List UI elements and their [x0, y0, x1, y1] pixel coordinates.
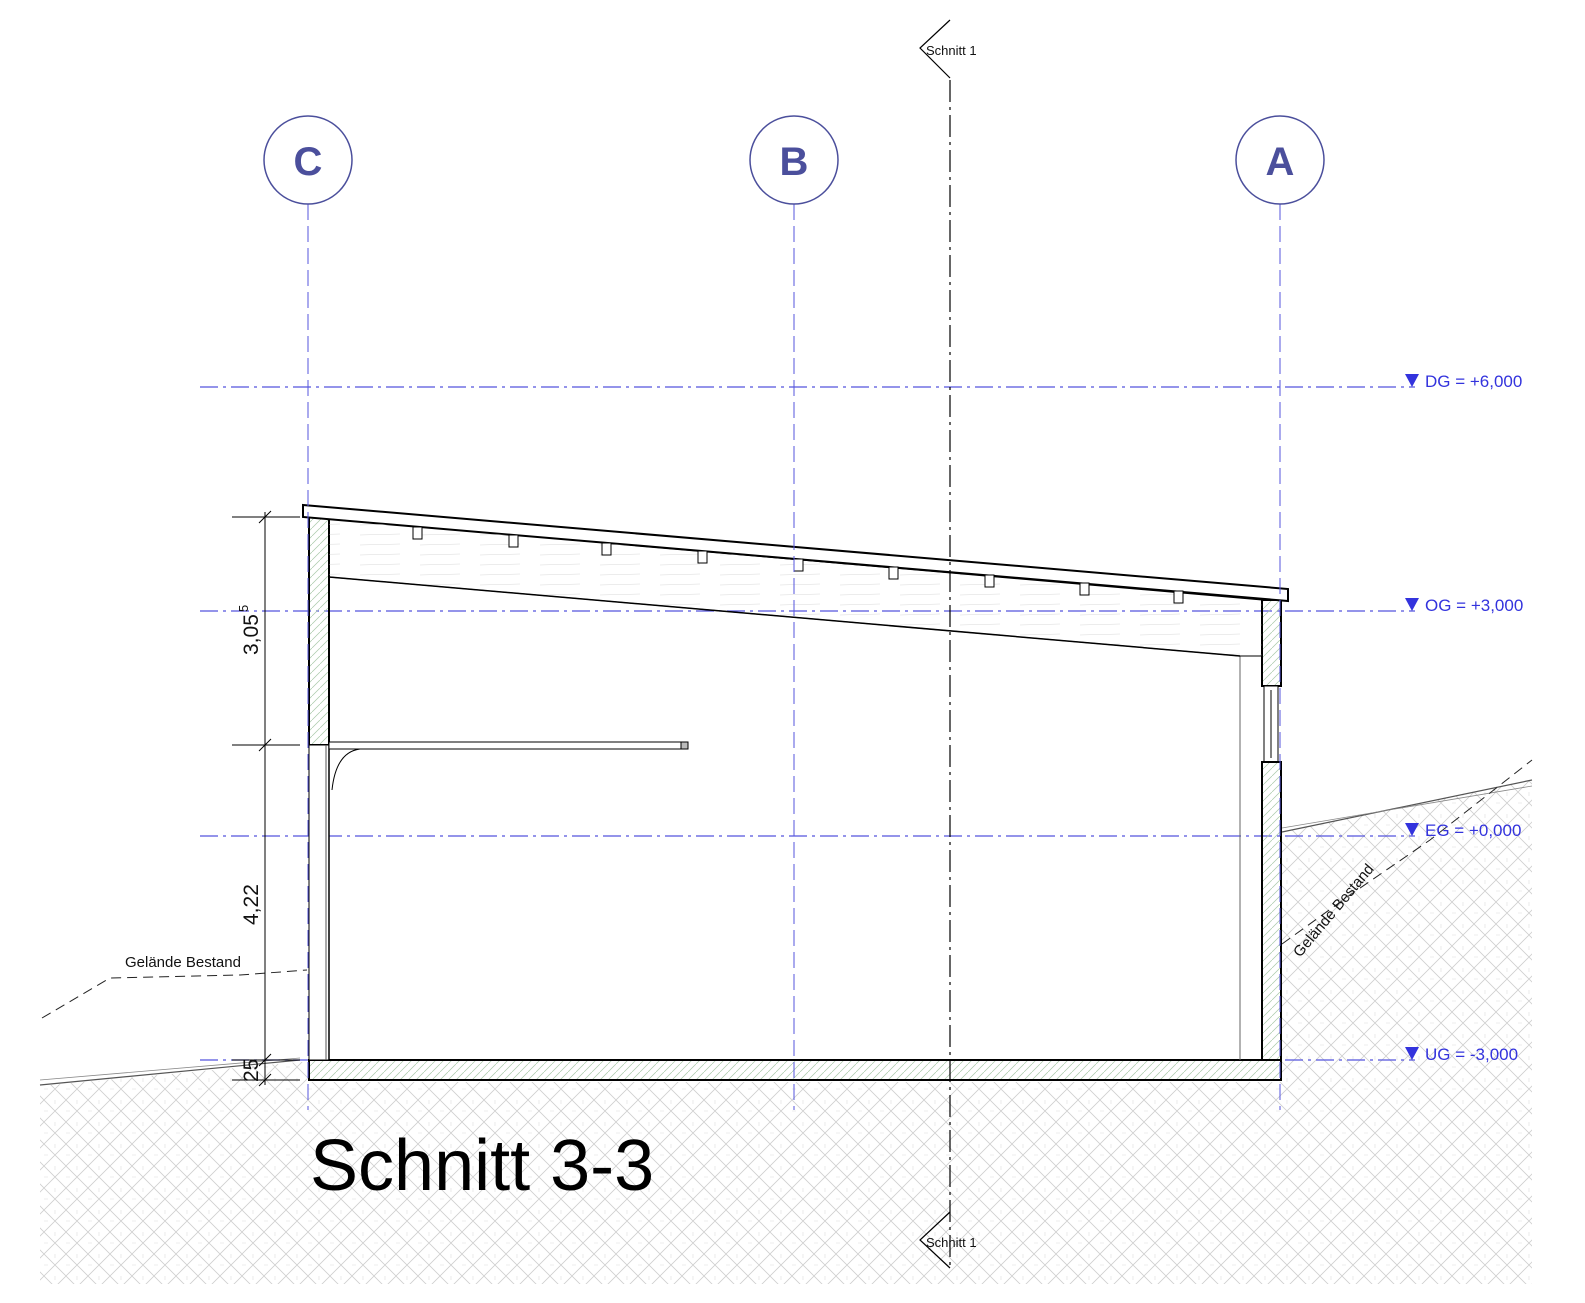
right-wall-upper — [1261, 599, 1282, 687]
roof-purlins — [412, 526, 1184, 604]
grid-bubble-c — [263, 115, 353, 205]
dimension-middle: 4,22 — [240, 884, 263, 925]
left-wall-upper — [308, 516, 330, 746]
garage-door-track — [328, 741, 682, 750]
section-arrow-bottom-icon — [919, 1211, 951, 1269]
level-label-ug: UG = -3,000 — [1425, 1045, 1518, 1064]
terrain-line-left — [39, 1059, 301, 1086]
grid-axes — [307, 204, 1281, 1110]
dimension-upper-superscript: 5 — [236, 605, 251, 612]
grid-label-a: A — [1266, 140, 1295, 184]
grid-label-c: C — [294, 140, 323, 184]
floor-slab — [308, 1059, 1282, 1081]
roof-underside — [328, 576, 1241, 657]
garage-door-curve — [331, 748, 361, 791]
dimension-upper: 3,05 — [240, 614, 263, 655]
dimension-chain — [232, 510, 300, 1087]
roof-cover — [302, 503, 1289, 603]
building-section — [302, 503, 1289, 1081]
drawing-title: Schnitt 3-3 — [310, 1126, 654, 1206]
section-label-top: Schnitt 1 — [926, 43, 977, 58]
level-markers — [1405, 374, 1419, 1060]
grid-bubble-a — [1235, 115, 1325, 205]
terrain-label-left: Gelände Bestand — [125, 954, 241, 971]
level-marker-eg-icon — [1405, 823, 1419, 836]
grid-label-b: B — [780, 140, 809, 184]
grid-bubbles — [263, 115, 1325, 205]
level-lines — [200, 386, 1415, 1061]
track-end — [680, 741, 689, 750]
existing-terrain-left — [41, 969, 308, 1019]
grid-bubble-b — [749, 115, 839, 205]
roof-timber — [328, 518, 1263, 657]
section-label-bottom: Schnitt 1 — [926, 1235, 977, 1250]
terrain — [39, 759, 1533, 1284]
level-label-og: OG = +3,000 — [1425, 596, 1523, 615]
level-label-eg: EG = +0,000 — [1425, 821, 1521, 840]
section-arrow-top-icon — [919, 19, 951, 79]
soil-fill — [40, 780, 1532, 1284]
level-marker-ug-icon — [1405, 1047, 1419, 1060]
level-marker-og-icon — [1405, 598, 1419, 611]
right-wall-lower — [1261, 761, 1282, 1061]
section-cut-line — [919, 19, 951, 1270]
dimension-lower: 25 — [240, 1059, 263, 1082]
terrain-line-right — [1281, 779, 1533, 833]
terrain-line-left-2 — [39, 1057, 301, 1081]
level-marker-dg-icon — [1405, 374, 1419, 387]
level-label-dg: DG = +6,000 — [1425, 372, 1522, 391]
existing-terrain-right — [1281, 759, 1533, 945]
